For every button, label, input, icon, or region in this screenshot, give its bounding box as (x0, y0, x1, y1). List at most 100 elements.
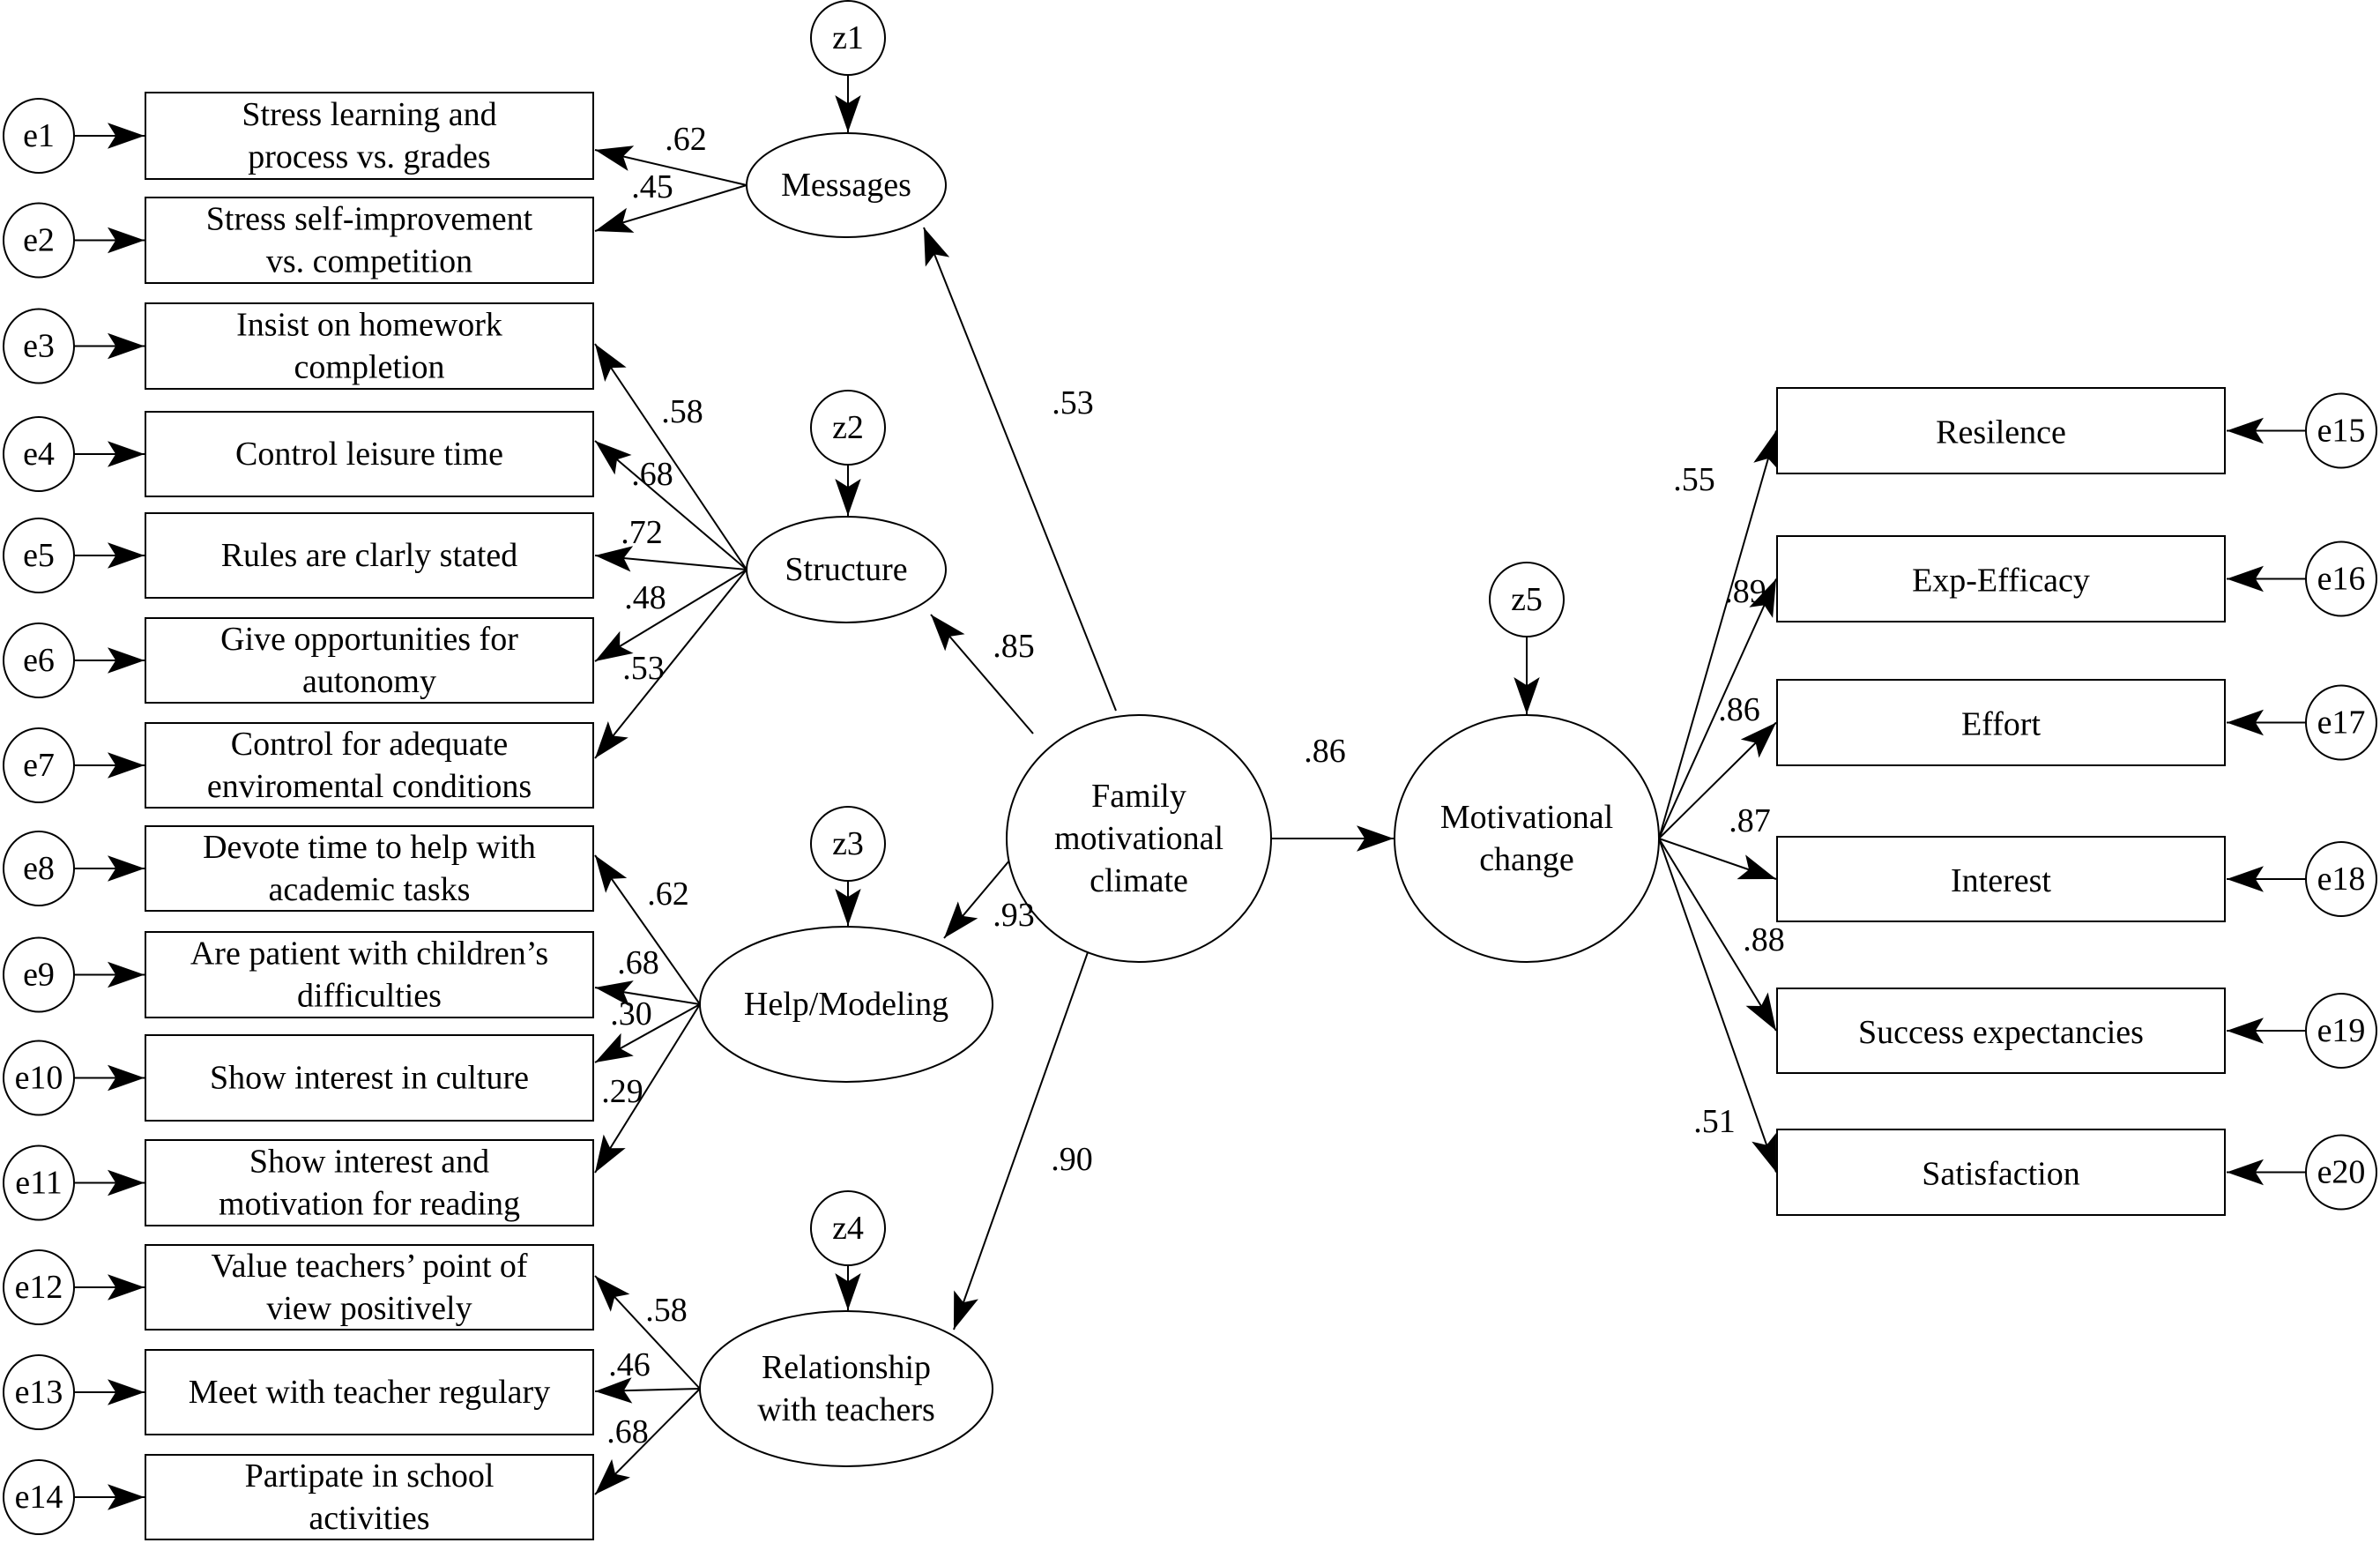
error-term-label: e3 (23, 328, 55, 365)
error-term-label: e16 (2317, 561, 2366, 598)
latent-label-motivational-change-line: Motivational (1440, 799, 1613, 836)
loading-label-e14: .68 (606, 1413, 649, 1450)
loading-label-e1: .62 (665, 121, 707, 158)
loading-arrow-e12 (594, 1275, 701, 1390)
disturbance-label: z2 (832, 409, 864, 446)
latent-label-messages: Messages (781, 167, 911, 204)
indicator-label-e5-line: Rules are clarly stated (221, 537, 518, 574)
indicator-label-e9-line: difficulties (297, 978, 442, 1015)
indicator-box-e17 (1776, 679, 2226, 766)
loading-label-e12: .58 (645, 1292, 688, 1329)
error-term-label: e5 (23, 537, 55, 574)
loading-arrow-e2 (594, 184, 747, 233)
loading-arrow-e10 (594, 1003, 701, 1063)
indicator-label-e13: Meet with teacher regulary (189, 1374, 550, 1411)
latent-factor-help_modeling (699, 926, 993, 1083)
indicator-label-e20-line: Satisfaction (1922, 1156, 2079, 1193)
error-term-e12 (3, 1249, 75, 1325)
error-term-label: e11 (15, 1165, 62, 1202)
error-term-label: e13 (15, 1374, 63, 1411)
error-term-e4 (3, 416, 75, 492)
loading-arrow-e8 (594, 854, 701, 1005)
error-term-label: e2 (23, 222, 55, 259)
loading-arrow-e19 (1658, 838, 1777, 1032)
indicator-label-e10: Show interest in culture (210, 1060, 529, 1097)
latent-label-structure: Structure (785, 551, 907, 588)
error-term-label: e15 (2317, 413, 2366, 450)
latent-label-motivational-change-line: change (1479, 841, 1574, 878)
loading-label-e6: .48 (624, 579, 666, 616)
edges-layer (74, 75, 2306, 1510)
error-term-e8 (3, 831, 75, 906)
loading-arrow-e14 (594, 1388, 701, 1495)
indicator-box-e20 (1776, 1129, 2226, 1216)
indicator-label-e2-line: vs. competition (266, 243, 472, 280)
disturbance-label: z3 (832, 825, 864, 862)
error-term-label: e18 (2317, 861, 2366, 898)
error-term-label: e4 (23, 436, 55, 473)
indicator-box-e16 (1776, 535, 2226, 622)
loading-label-e4: .68 (631, 456, 673, 493)
indicator-label-e18-line: Interest (1951, 862, 2051, 899)
error-term-e1 (3, 98, 75, 174)
disturbance-z3 (810, 806, 886, 882)
indicator-box-e19 (1776, 988, 2226, 1074)
error-term-e5 (3, 518, 75, 593)
loading-label-e8: .62 (647, 876, 689, 913)
error-term-label: e14 (15, 1479, 63, 1516)
indicator-box-e3 (145, 302, 594, 390)
indicator-box-e4 (145, 411, 594, 497)
indicator-label-e1-line: Stress learning and (242, 96, 496, 133)
error-term-label: e1 (23, 117, 55, 154)
latent-factor-relationship_teachers (699, 1310, 993, 1467)
indicator-label-e17: Effort (1961, 706, 2041, 743)
loading-arrow-e4 (594, 440, 747, 570)
indicator-label-e4: Control leisure time (235, 436, 503, 473)
error-term-label: e6 (23, 642, 55, 679)
error-term-e14 (3, 1459, 75, 1535)
indicator-label-e9-line: Are patient with children’s (190, 935, 548, 973)
indicator-box-e10 (145, 1034, 594, 1122)
indicator-label-e6-line: Give opportunities for (220, 621, 518, 658)
indicator-label-e11-line: motivation for reading (219, 1186, 520, 1223)
loading-label-e7: .53 (622, 650, 665, 687)
disturbance-z4 (810, 1190, 886, 1266)
latent-label-relationship_teachers-line: with teachers (757, 1391, 935, 1428)
indicator-box-e6 (145, 617, 594, 704)
loading-arrow-e3 (594, 343, 747, 570)
loading-label-e5: .72 (621, 514, 663, 551)
indicator-label-e16-line: Exp-Efficacy (1912, 563, 2090, 600)
error-term-e13 (3, 1354, 75, 1430)
indicator-label-e20: Satisfaction (1922, 1156, 2079, 1193)
loading-label-e19: .88 (1743, 921, 1785, 958)
structural-label-family-help_modeling: .93 (993, 897, 1035, 934)
error-term-e19 (2305, 993, 2377, 1069)
error-term-e7 (3, 727, 75, 803)
loading-arrow-e17 (1658, 721, 1777, 839)
error-term-label: e8 (23, 850, 55, 887)
error-term-e3 (3, 308, 75, 384)
indicator-label-e15: Resilence (1936, 414, 2066, 451)
indicator-box-e9 (145, 931, 594, 1018)
latent-label-messages-line: Messages (781, 167, 911, 204)
loading-label-e16: .89 (1724, 573, 1766, 610)
indicator-label-e8-line: academic tasks (269, 871, 471, 908)
indicator-box-e7 (145, 722, 594, 809)
error-term-label: e20 (2317, 1154, 2366, 1191)
indicator-label-e5: Rules are clarly stated (221, 537, 518, 574)
error-term-label: e9 (23, 957, 55, 994)
latent-factor-family-motivational-climate (1006, 714, 1272, 963)
loading-arrow-e7 (594, 569, 747, 759)
indicator-label-e6-line: autonomy (302, 663, 436, 700)
indicator-label-e3-line: Insist on homework (236, 307, 502, 344)
indicator-label-e16: Exp-Efficacy (1912, 563, 2090, 600)
indicator-box-e11 (145, 1139, 594, 1226)
error-term-e20 (2305, 1134, 2377, 1211)
loading-label-e3: .58 (661, 393, 703, 430)
disturbance-label: z5 (1511, 581, 1543, 618)
